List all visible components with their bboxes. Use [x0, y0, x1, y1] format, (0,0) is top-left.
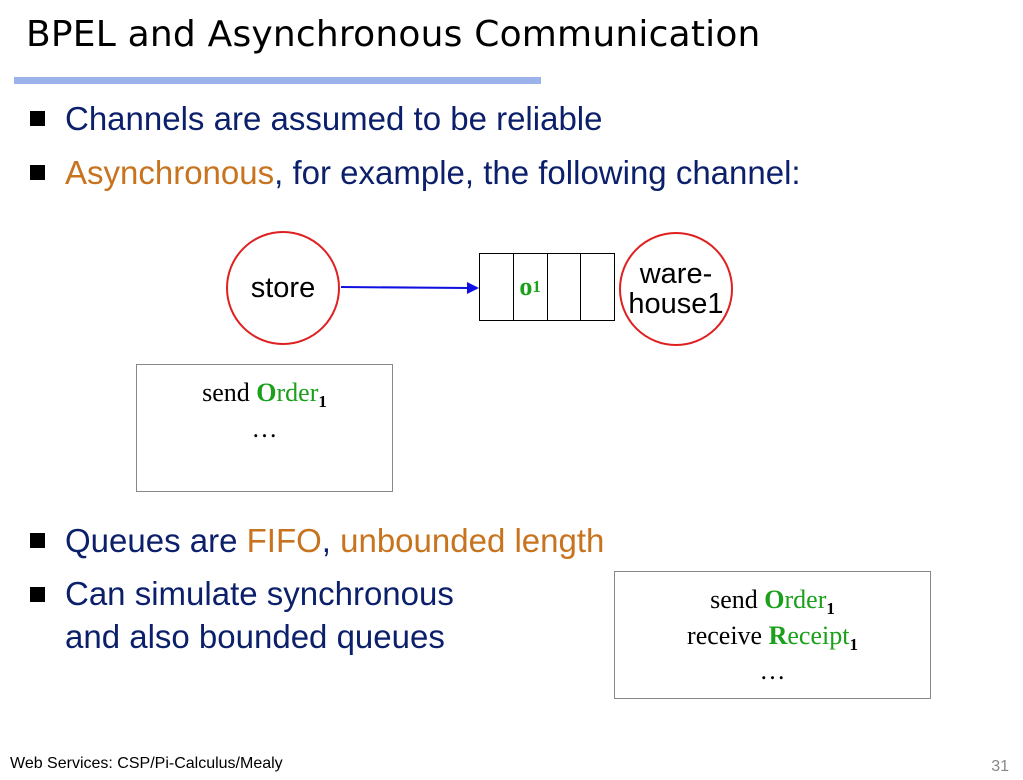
- highlight-unbounded: unbounded length: [340, 522, 605, 559]
- message-subscript: 1: [849, 634, 858, 654]
- message-name: rder: [276, 378, 319, 407]
- queue-item-label: o: [519, 272, 533, 301]
- warehouse-label-line1: ware-: [639, 257, 713, 290]
- process-verb: send: [710, 585, 765, 614]
- process-verb: receive: [687, 620, 769, 650]
- process-ellipsis: …: [251, 413, 278, 443]
- bullet-text-rest: , for example, the following channel:: [274, 154, 801, 191]
- slide-footer: Web Services: CSP/Pi-Calculus/Mealy: [10, 755, 283, 772]
- bullet-square-icon: [30, 111, 45, 126]
- bullet-text: Asynchronous, for example, the following…: [65, 156, 801, 189]
- bullet-text: Can simulate synchronous and also bounde…: [65, 573, 454, 659]
- message-name: eceipt: [787, 620, 850, 650]
- bullet-square-icon: [30, 533, 45, 548]
- process-verb: send: [202, 378, 257, 407]
- message-subscript: 1: [318, 392, 327, 412]
- message-name: rder: [784, 585, 827, 614]
- highlight-asynchronous: Asynchronous: [65, 154, 275, 191]
- synchronous-process-box: send Order1 receive Receipt1 …: [614, 571, 931, 699]
- bullet-text-prefix: Queues are: [65, 522, 247, 559]
- slide-title: BPEL and Asynchronous Communication: [26, 14, 761, 55]
- store-label: store: [250, 271, 316, 304]
- message-subscript: 1: [826, 599, 835, 619]
- bullet-line1: Can simulate synchronous: [65, 575, 454, 612]
- queue-slot: [548, 254, 582, 320]
- bullet-line2: and also bounded queues: [65, 617, 445, 655]
- bullet-separator: ,: [321, 522, 341, 559]
- page-number: 31: [991, 758, 1009, 775]
- bullet-text: Queues are FIFO, unbounded length: [65, 524, 604, 557]
- store-node: store: [226, 231, 340, 345]
- message-initial: O: [256, 378, 277, 407]
- warehouse-label-line2: house1: [628, 288, 724, 320]
- process-ellipsis: …: [759, 656, 786, 686]
- title-underline: [14, 77, 541, 84]
- queue-slot: [581, 254, 614, 320]
- message-initial: O: [764, 585, 785, 614]
- process-line: send Order1: [137, 377, 392, 413]
- queue-slot: [480, 254, 514, 320]
- process-line: send Order1: [615, 584, 930, 620]
- bullet-square-icon: [30, 587, 45, 602]
- store-process-box: send Order1 …: [136, 364, 393, 492]
- bullet-text: Channels are assumed to be reliable: [65, 100, 603, 137]
- bullet-square-icon: [30, 165, 45, 180]
- process-line: receive Receipt1: [615, 620, 930, 656]
- highlight-fifo: FIFO: [246, 522, 322, 559]
- warehouse-node: ware- house1: [619, 232, 733, 346]
- message-initial: R: [768, 620, 788, 650]
- queue-item-subscript: 1: [532, 277, 541, 296]
